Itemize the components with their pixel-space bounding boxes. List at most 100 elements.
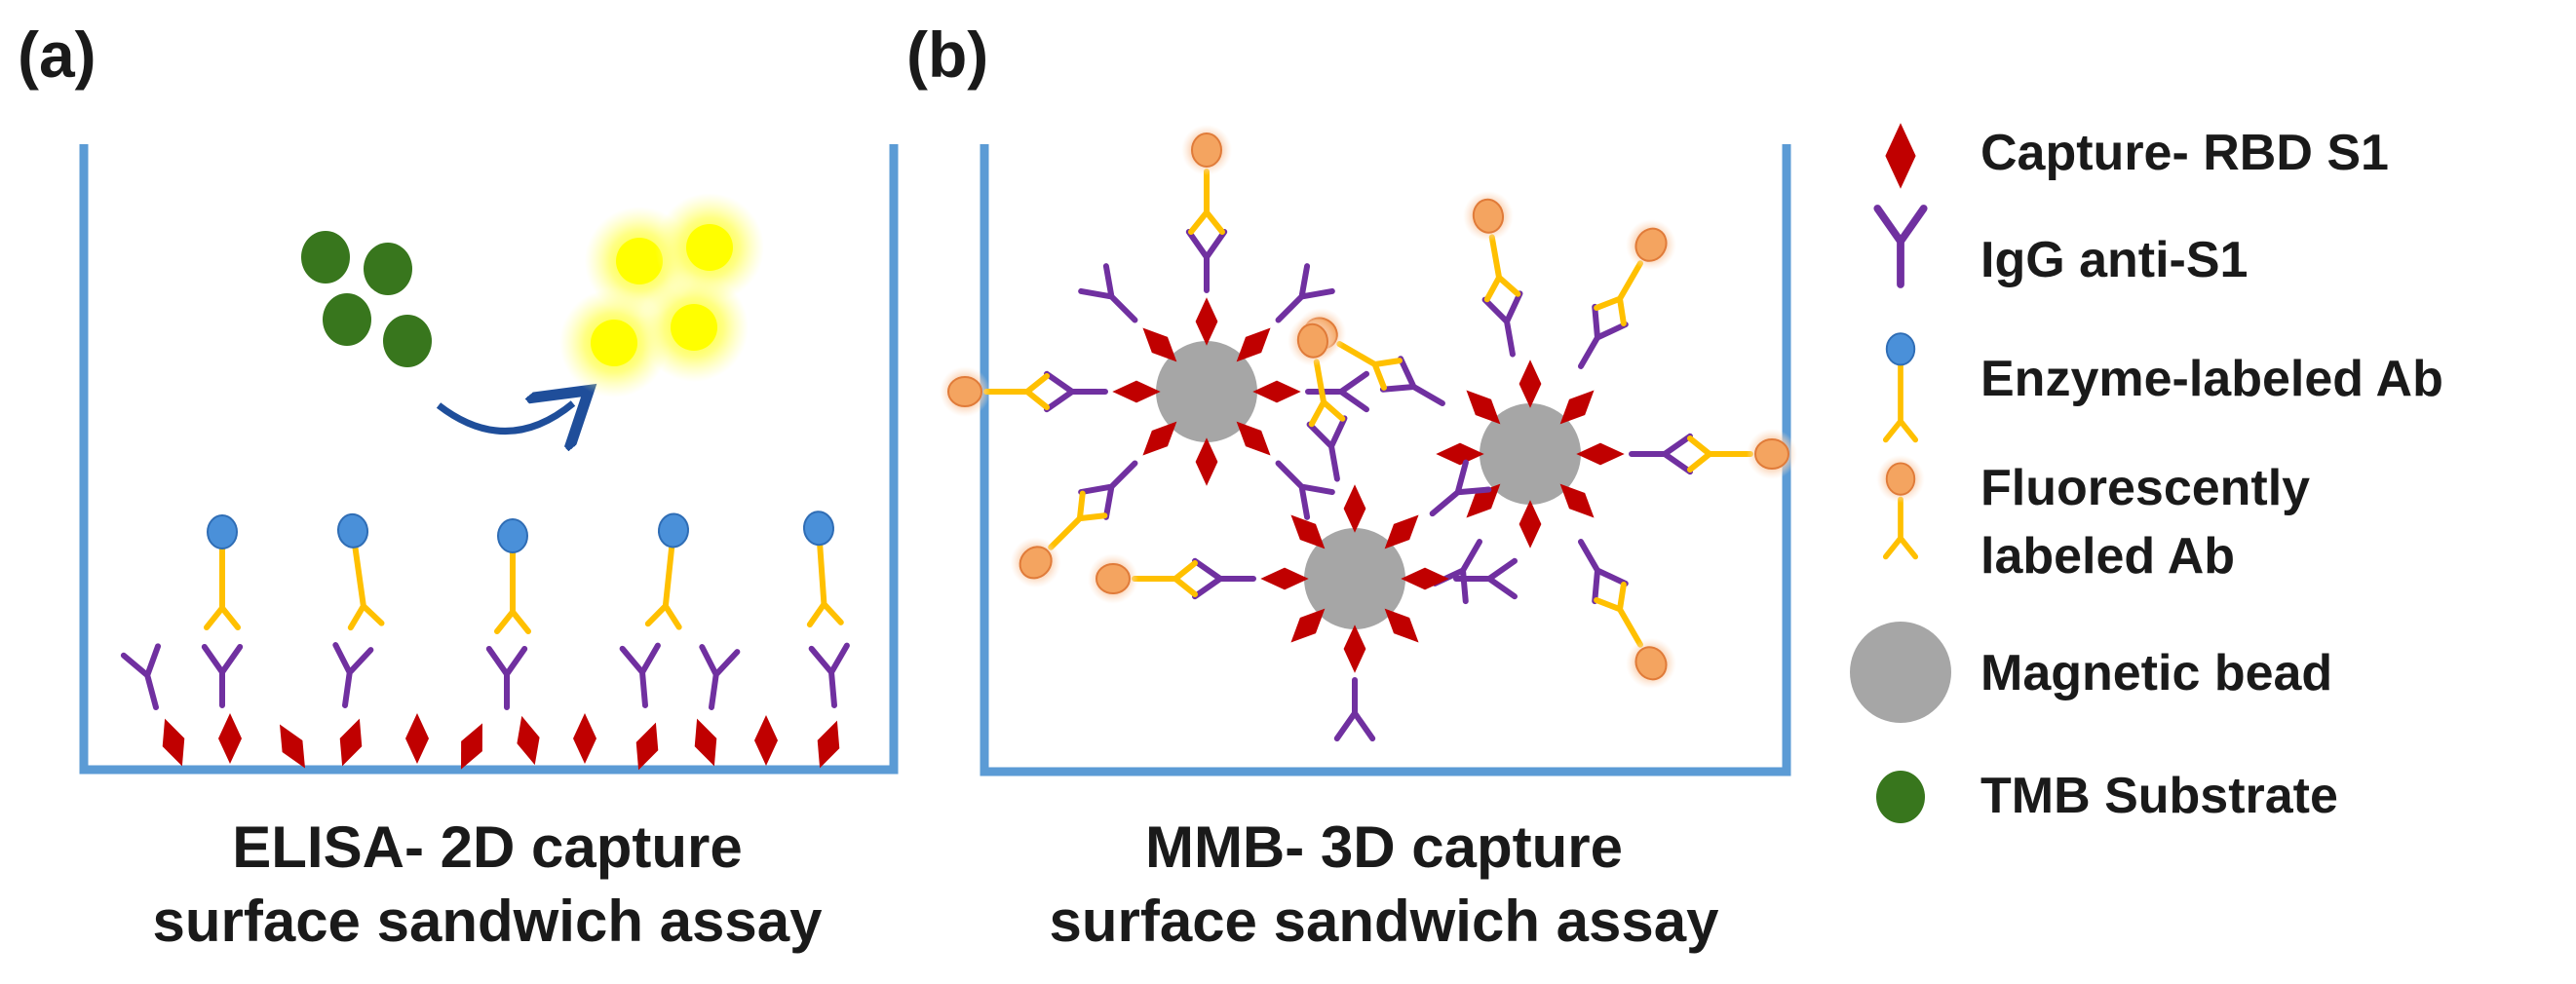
capture-diamond	[1466, 483, 1501, 518]
legend-icons	[1850, 123, 1951, 823]
capture-diamond	[1236, 421, 1271, 456]
bead-cluster	[940, 125, 1369, 588]
capture-diamond	[1195, 437, 1218, 486]
capture-diamond	[1885, 123, 1916, 189]
igg-antibody	[1306, 415, 1348, 482]
capture-diamond	[1384, 514, 1419, 549]
tmb-substrate-icon	[1876, 771, 1925, 823]
mmb-panel-contents	[940, 125, 1797, 741]
capture-diamond	[1260, 567, 1309, 590]
enzyme-labeled-antibody	[1882, 332, 1919, 443]
capture-diamond	[1559, 483, 1595, 518]
legend-label-tmb: TMB Substrate	[1980, 768, 2338, 824]
product-core	[671, 304, 717, 351]
legend-label-fluorescent-line1: Fluorescently	[1980, 460, 2311, 516]
capture-diamond	[1142, 327, 1177, 362]
fluorescent-antibody	[1088, 553, 1198, 604]
igg-antibody	[1078, 460, 1138, 520]
fluorescent-antibody	[1594, 219, 1676, 326]
igg-antibody	[1629, 433, 1693, 475]
igg-antibody	[1333, 677, 1376, 741]
capture-diamond	[754, 715, 778, 766]
capture-diamond	[1384, 608, 1419, 643]
tmb-substrate-dot	[301, 231, 350, 284]
capture-diamond	[405, 713, 429, 764]
capture-diamond	[461, 723, 482, 770]
capture-diamond	[1436, 442, 1484, 466]
capture-diamond	[1343, 624, 1366, 673]
reaction-arrow	[436, 403, 573, 432]
fluorescent-antibody	[1594, 582, 1676, 689]
legend-label-bead: Magnetic bead	[1980, 645, 2333, 701]
capture-diamond	[1290, 608, 1326, 643]
igg-antibody	[1873, 205, 1928, 288]
legend-label-fluorescent-line2: labeled Ab	[1980, 528, 2236, 585]
bead-cluster	[1088, 315, 1518, 741]
product-core	[616, 238, 663, 284]
panel-a-caption-line2: surface sandwich assay	[152, 889, 823, 954]
capture-diamond	[1559, 390, 1595, 425]
igg-antibody	[619, 642, 661, 708]
enzyme-labeled-antibody	[336, 512, 385, 631]
legend-label-igg: IgG anti-S1	[1980, 232, 2249, 288]
capture-diamond	[1343, 484, 1366, 533]
igg-antibody	[1578, 539, 1629, 605]
igg-antibody	[1078, 263, 1138, 323]
capture-diamond	[1519, 500, 1542, 549]
elisa-panel-contents	[120, 193, 850, 771]
igg-antibody	[485, 646, 528, 710]
igg-antibody	[699, 644, 741, 710]
capture-diamond	[339, 718, 363, 767]
fluorescent-antibody	[1287, 315, 1346, 428]
magnetic-bead	[1304, 528, 1405, 629]
enzyme-labeled-antibody	[802, 511, 844, 628]
capture-diamond	[1142, 421, 1177, 456]
igg-antibody	[1044, 370, 1108, 413]
capture-diamond	[280, 724, 305, 769]
panel-a-caption-line1: ELISA- 2D capture	[232, 814, 743, 880]
igg-antibody	[120, 643, 162, 710]
panel-a-letter: (a)	[18, 19, 96, 91]
igg-antibody	[1185, 229, 1228, 293]
capture-diamond	[162, 718, 185, 767]
igg-antibody	[1275, 460, 1335, 520]
capture-diamond	[694, 718, 717, 767]
enzyme-labeled-antibody	[204, 514, 241, 630]
panel-a-caption: ELISA- 2D capture surface sandwich assay	[58, 811, 916, 959]
capture-diamond	[1112, 380, 1161, 403]
fluorescent-antibody	[1181, 125, 1232, 235]
tmb-substrate-dot	[323, 293, 371, 346]
capture-diamond	[1252, 380, 1301, 403]
tmb-substrate-dot	[383, 315, 432, 367]
igg-antibody	[1192, 557, 1256, 600]
panel-b-caption-line2: surface sandwich assay	[1049, 889, 1719, 954]
igg-antibody	[1578, 303, 1629, 369]
capture-diamond	[1466, 390, 1501, 425]
magnetic-bead	[1156, 341, 1257, 442]
product-core	[686, 224, 733, 271]
legend-label-capture: Capture- RBD S1	[1980, 125, 2389, 181]
fluorescent-antibody	[940, 366, 1050, 417]
capture-diamond	[1195, 297, 1218, 346]
elisa-well	[79, 144, 899, 775]
tmb-substrate-dot	[364, 243, 412, 295]
magnetic-bead-icon	[1850, 622, 1951, 723]
capture-diamond	[1519, 360, 1542, 408]
magnetic-bead	[1480, 403, 1581, 505]
igg-antibody	[1379, 356, 1445, 406]
igg-antibody	[201, 644, 244, 708]
capture-diamond	[1576, 442, 1625, 466]
capture-diamond	[635, 722, 659, 771]
legend-label-fluorescent-ab: Fluorescently labeled Ab	[1980, 454, 2310, 590]
igg-antibody	[1275, 263, 1335, 323]
igg-antibody	[1481, 290, 1523, 358]
igg-antibody	[1429, 459, 1492, 517]
panel-b-caption: MMB- 3D capture surface sandwich assay	[955, 811, 1813, 959]
igg-antibody	[1432, 539, 1482, 605]
capture-diamond	[517, 715, 540, 766]
panel-b-caption-line1: MMB- 3D capture	[1144, 814, 1624, 880]
fluorescent-antibody	[1462, 190, 1521, 303]
fluorescent-antibody	[1010, 490, 1108, 588]
enzyme-labeled-antibody	[644, 512, 690, 630]
